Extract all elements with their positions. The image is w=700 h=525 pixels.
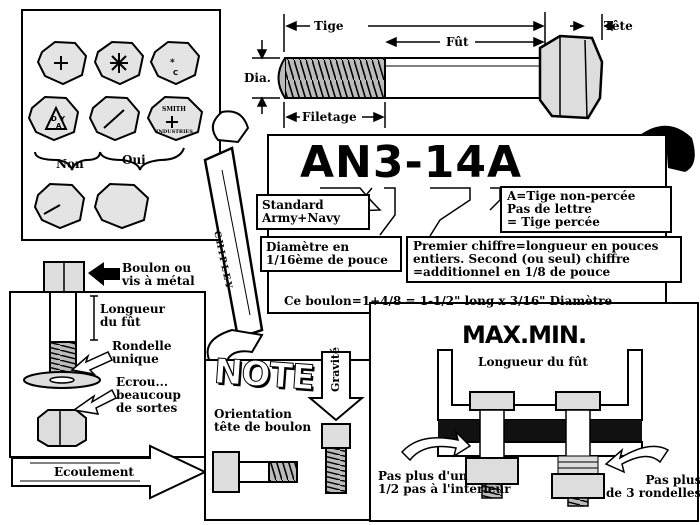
label-ecoulement: Ecoulement: [54, 465, 134, 479]
clamped-plates: [437, 349, 643, 507]
label-longueur-max: Longueur du fût: [478, 355, 588, 369]
dimension-lines: [252, 12, 614, 128]
code-diametre: Diamètre en 1/16ème de pouce: [260, 236, 402, 272]
code-standard: Standard Army+Navy: [256, 194, 370, 230]
left-curved-arrow-icon: [400, 429, 472, 462]
svg-text:C: C: [173, 69, 178, 77]
head-markings-panel: * C D Y A: [21, 9, 221, 241]
code-suffix: A=Tige non-percée Pas de lettre = Tige p…: [500, 186, 672, 233]
code-designation: AN3-14A: [300, 137, 523, 188]
label-ecrou: Ecrou... beaucoup de sortes: [116, 375, 181, 415]
code-length: Premier chiffre=longueur en pouces entie…: [406, 236, 682, 283]
horizontal-bolt: [212, 451, 298, 493]
label-boulon: Boulon ou vis à métal: [122, 261, 195, 288]
label-longueur-fut: Longueur du fût: [100, 302, 165, 329]
flow-arrow-icon: [11, 444, 208, 500]
head-star-c-icon: [149, 40, 201, 86]
nut-pointer-arrow-icon: [72, 388, 118, 415]
label-pas-plus-rondelles: Pas plus de 3 rondelles: [606, 473, 700, 500]
washer-pointer-arrow-icon: [70, 351, 114, 376]
gravity-arrow-icon: [307, 351, 365, 422]
label-dia: Dia.: [244, 71, 271, 85]
bolt-head-icon: [538, 34, 604, 120]
label-rondelle: Rondelle unique: [112, 339, 172, 366]
label-tige: Tige: [314, 19, 344, 33]
label-non: Non: [56, 157, 84, 171]
bolt-pointer-arrow-icon: [88, 262, 120, 286]
label-gravite: Gravité: [329, 347, 342, 392]
svg-text:A: A: [56, 122, 62, 130]
label-pas-plus-un: Pas plus d'un 1/2 pas à l'intérieur: [378, 469, 511, 496]
star-mark-icon: *: [170, 58, 175, 68]
svg-text:D: D: [51, 115, 57, 123]
assembly-bolt: [23, 261, 101, 447]
label-fut: Fût: [446, 35, 469, 49]
head-smith-icon: [146, 95, 204, 142]
svg-text:Y: Y: [59, 115, 66, 123]
label-smith: SMITH: [162, 106, 186, 113]
head-oui-icon: [93, 182, 150, 230]
top-bolt-illustration: [277, 34, 604, 120]
label-oui: Oui: [122, 153, 146, 167]
label-tete: Tête: [604, 19, 633, 33]
maxmin-title: MAX.MIN.: [462, 321, 587, 349]
label-filetage: Filetage: [302, 110, 357, 124]
nut-icon: [37, 409, 87, 447]
label-industries: INDUSTRIES: [156, 129, 193, 135]
vertical-bolt: [321, 423, 351, 494]
right-curved-arrow-icon: [604, 445, 670, 474]
code-example: Ce boulon=1+4/8 = 1-1/2" long x 3/16" Di…: [284, 294, 613, 308]
label-orientation: Orientation tête de boulon: [214, 407, 312, 434]
note-title: NOTE: [212, 351, 316, 399]
